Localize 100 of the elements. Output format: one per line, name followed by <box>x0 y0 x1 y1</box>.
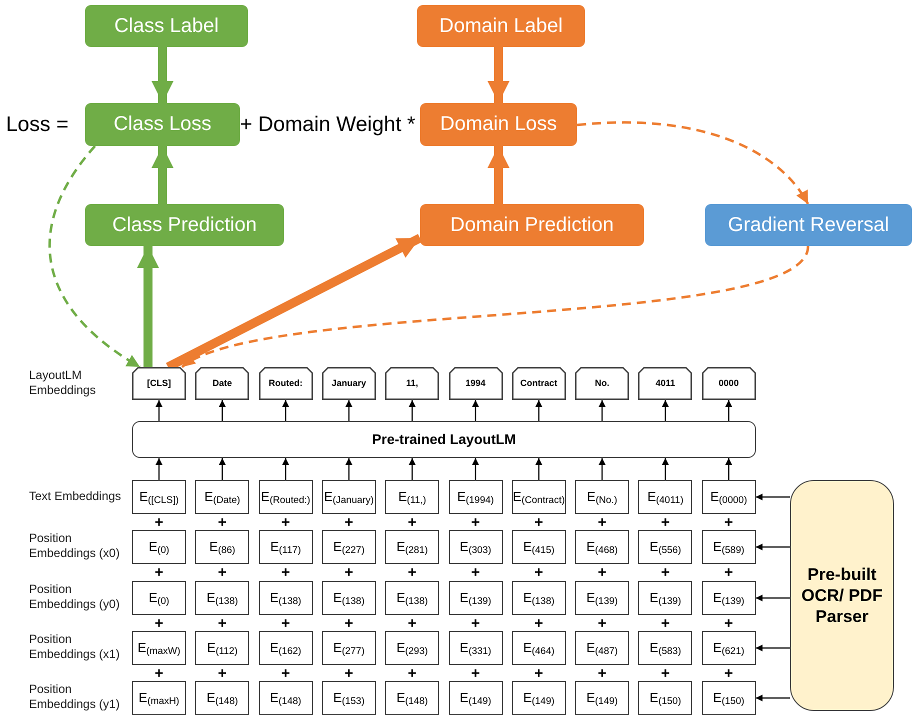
embedding-box: E$_{(0000)}$ <box>702 480 756 514</box>
arrow <box>662 400 669 421</box>
embedding-box: E$_{(149)}$ <box>575 681 630 715</box>
embedding-box: E$_{(1994)}$ <box>448 480 502 514</box>
embedding-box: E$_{(0)}$ <box>132 530 186 564</box>
formula-text: + Domain Weight * <box>240 112 416 138</box>
embedding-box: E$_{(150)}$ <box>638 681 692 715</box>
arrow <box>756 594 790 602</box>
token-box: Routed: <box>258 367 313 400</box>
embedding-box: E$_{(maxH)}$ <box>132 681 186 715</box>
process-box: Gradient Reversal <box>705 204 912 246</box>
plus-sign: + <box>281 666 290 680</box>
embedding-box: E$_{(11,)}$ <box>385 480 440 514</box>
arrow <box>152 47 174 103</box>
dashed-arrow <box>48 145 141 368</box>
plus-sign: + <box>598 514 606 530</box>
arrow <box>218 458 226 480</box>
plus-sign: + <box>471 514 480 530</box>
embedding-box: E$_{(149)}$ <box>448 681 502 715</box>
arrow <box>756 544 790 550</box>
embedding-box: E$_{(148)}$ <box>258 681 313 715</box>
plus-sign: + <box>471 565 480 580</box>
token-box: Contract <box>512 367 566 400</box>
arrow <box>598 458 606 480</box>
label-box: Class Prediction <box>85 204 284 246</box>
embedding-box: E$_{(138)}$ <box>322 581 376 615</box>
arrow <box>535 400 542 421</box>
plus-sign: + <box>154 514 164 530</box>
arrow <box>535 458 542 480</box>
arrow <box>137 246 159 367</box>
embedding-box: E$_{(150)}$ <box>702 681 756 715</box>
row-label: Position Embeddings (y1) <box>29 682 121 712</box>
plus-sign: + <box>281 565 290 580</box>
plus-sign: + <box>471 666 480 680</box>
plus-sign: + <box>344 666 354 680</box>
row-label: Position Embeddings (x1) <box>29 632 121 662</box>
plus-sign: + <box>661 514 670 530</box>
embedding-box: E$_{(293)}$ <box>385 631 440 665</box>
token-box: Date <box>195 367 250 400</box>
row-label: Position Embeddings (y0) <box>29 582 121 612</box>
arrow <box>408 400 416 421</box>
embedding-box: E$_{(Routed:)}$ <box>258 480 313 514</box>
row-label: Position Embeddings (x0) <box>29 531 121 561</box>
plus-sign: + <box>534 616 544 630</box>
plus-sign: + <box>344 565 354 580</box>
plus-sign: + <box>218 565 227 580</box>
plus-sign: + <box>724 514 734 530</box>
embedding-box: E$_{(Contract)}$ <box>512 480 566 514</box>
arrow <box>725 400 732 421</box>
arrow <box>725 458 732 480</box>
dashed-arrow <box>576 121 810 205</box>
arrow <box>472 400 479 421</box>
arrow <box>282 458 290 480</box>
arrow <box>472 458 479 480</box>
embedding-box: E$_{(0)}$ <box>132 581 186 615</box>
embedding-box: E$_{(281)}$ <box>385 530 440 564</box>
plus-sign: + <box>598 666 606 680</box>
plus-sign: + <box>218 666 227 680</box>
plus-sign: + <box>534 565 544 580</box>
arrow <box>756 694 790 702</box>
arrow <box>756 494 790 500</box>
token-box: January <box>322 367 376 400</box>
plus-sign: + <box>408 565 417 580</box>
plus-sign: + <box>471 616 480 630</box>
embedding-box: E$_{(487)}$ <box>575 631 630 665</box>
embedding-box: E$_{(556)}$ <box>638 530 692 564</box>
plus-sign: + <box>534 514 544 530</box>
embedding-box: E$_{(138)}$ <box>258 581 313 615</box>
arrow <box>756 644 790 652</box>
plus-sign: + <box>154 565 164 580</box>
embedding-box: E$_{(589)}$ <box>702 530 756 564</box>
embedding-box: E$_{(138)}$ <box>195 581 250 615</box>
embedding-box: E$_{(148)}$ <box>385 681 440 715</box>
arrow <box>156 458 162 480</box>
embedding-box: E$_{(149)}$ <box>512 681 566 715</box>
plus-sign: + <box>598 616 606 630</box>
plus-sign: + <box>534 666 544 680</box>
embedding-box: E$_{(139)}$ <box>638 581 692 615</box>
label-box: Class Loss <box>85 103 240 146</box>
embedding-box: E$_{(January)}$ <box>322 480 376 514</box>
plus-sign: + <box>154 616 164 630</box>
token-box: 1994 <box>448 367 502 400</box>
row-label: LayoutLM Embeddings <box>29 368 97 398</box>
embedding-box: E$_{(138)}$ <box>512 581 566 615</box>
plus-sign: + <box>344 616 354 630</box>
plus-sign: + <box>661 565 670 580</box>
arrow <box>488 47 510 103</box>
plus-sign: + <box>724 565 734 580</box>
embedding-box: E$_{(583)}$ <box>638 631 692 665</box>
plus-sign: + <box>218 514 227 530</box>
token-box: 0000 <box>702 367 756 400</box>
formula-text: Loss = <box>6 112 68 138</box>
token-box: 4011 <box>638 367 692 400</box>
embedding-box: E$_{(4011)}$ <box>638 480 692 514</box>
plus-sign: + <box>408 616 417 630</box>
plus-sign: + <box>281 616 290 630</box>
plus-sign: + <box>281 514 290 530</box>
embedding-box: E$_{(331)}$ <box>448 631 502 665</box>
arrow <box>156 400 162 421</box>
embedding-box: E$_{(138)}$ <box>385 581 440 615</box>
